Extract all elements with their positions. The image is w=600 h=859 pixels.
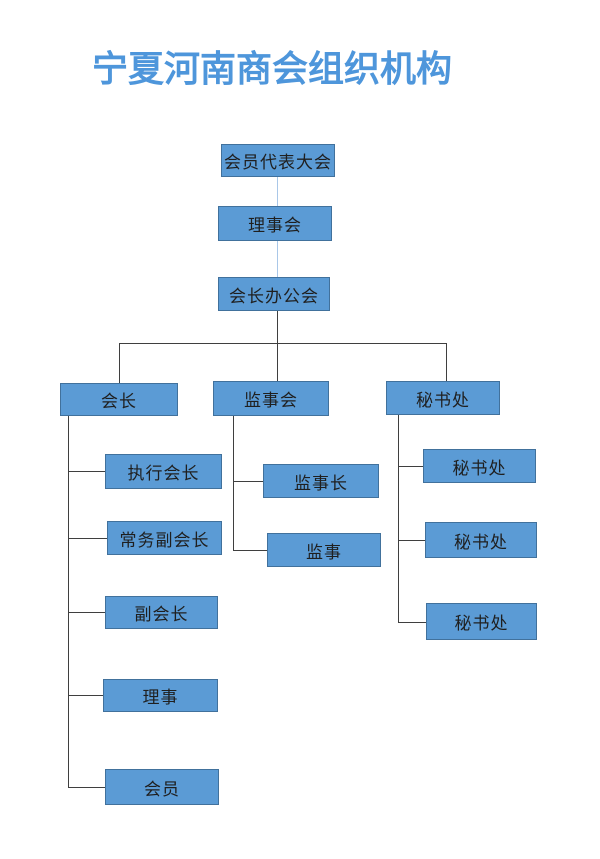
org-node-secretariat-office-3: 秘书处 (426, 603, 537, 640)
connector-line (68, 695, 103, 696)
connector-line (277, 343, 278, 381)
connector-line (398, 466, 423, 467)
connector-line (119, 343, 120, 383)
org-node-supervisory-board: 监事会 (213, 381, 329, 416)
org-node-director: 理事 (103, 679, 218, 712)
org-node-secretariat: 秘书处 (386, 381, 500, 415)
connector-line (68, 538, 107, 539)
org-node-presidents-office: 会长办公会 (218, 277, 330, 311)
org-node-council: 理事会 (218, 206, 332, 241)
org-node-secretariat-office-2: 秘书处 (425, 522, 537, 558)
org-node-standing-vice-president: 常务副会长 (107, 521, 222, 555)
connector-line (68, 416, 69, 787)
connector-line (277, 177, 278, 206)
connector-line (233, 481, 263, 482)
connector-line (68, 471, 105, 472)
connector-line (398, 540, 425, 541)
page-title: 宁夏河南商会组织机构 (92, 48, 453, 90)
connector-line (233, 550, 267, 551)
connector-line (233, 416, 234, 550)
org-node-executive-president: 执行会长 (105, 454, 222, 489)
connector-line (398, 622, 426, 623)
org-node-member: 会员 (105, 769, 219, 805)
org-node-vice-president: 副会长 (105, 596, 218, 629)
connector-line (446, 343, 447, 381)
org-node-president: 会长 (60, 383, 178, 416)
org-node-members-assembly: 会员代表大会 (221, 144, 335, 177)
connector-line (277, 241, 278, 277)
connector-line (277, 311, 278, 343)
org-node-secretariat-office-1: 秘书处 (423, 449, 536, 483)
org-node-supervisor: 监事 (267, 533, 381, 567)
org-node-chief-supervisor: 监事长 (263, 464, 379, 498)
connector-line (68, 612, 105, 613)
connector-line (119, 343, 446, 344)
connector-line (68, 787, 105, 788)
connector-line (398, 415, 399, 622)
